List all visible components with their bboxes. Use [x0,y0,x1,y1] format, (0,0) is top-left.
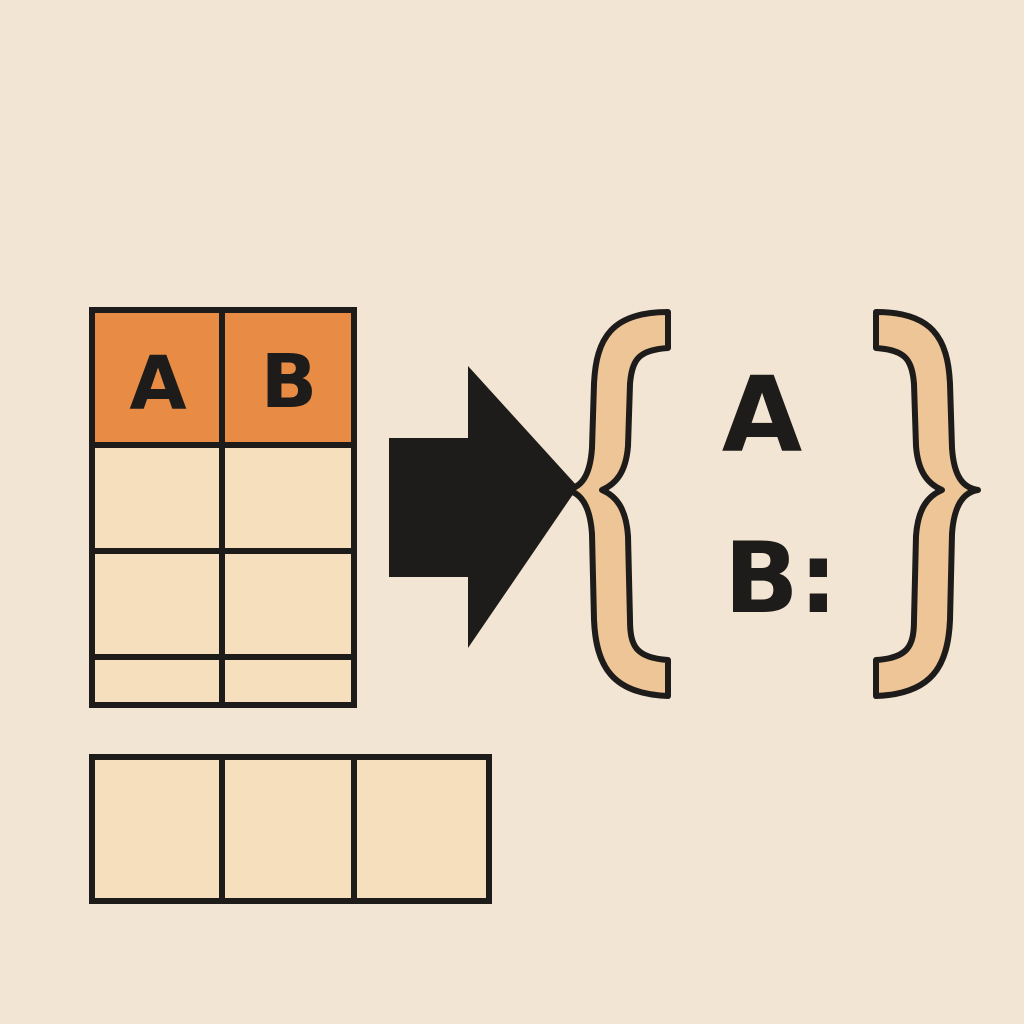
right-arrow-icon [389,366,578,648]
table-grid [89,307,357,708]
row-strip-grid [89,754,492,904]
object-line-a: A [722,354,803,476]
object-line-b: B: [724,522,838,636]
table-header-cell-b [222,310,354,445]
row-strip-cell-2 [222,757,354,901]
row-strip-cell-1 [92,757,222,901]
open-brace-icon [563,309,671,699]
table-header-label-a: A [129,341,186,427]
row-strip-cell-3 [354,757,489,901]
row-strip [89,754,492,904]
table: A B [89,307,357,708]
table-header-cell-a [92,310,222,445]
close-brace-icon [873,309,981,699]
table-header-label-b: B [261,339,317,425]
